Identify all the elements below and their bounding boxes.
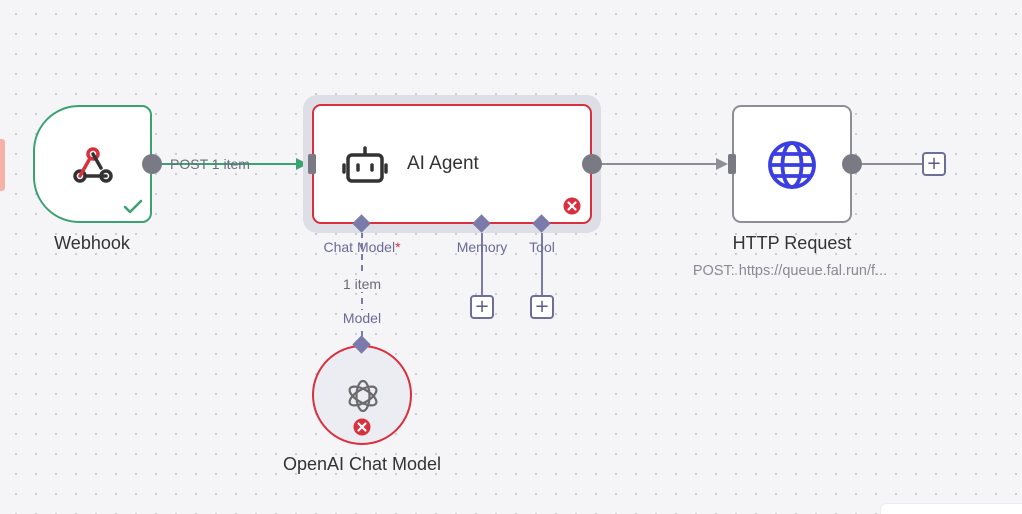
- openai-node-label: OpenAI Chat Model: [282, 454, 442, 474]
- chat-model-port-label: Chat Model*: [323, 239, 401, 255]
- robot-icon: [342, 146, 388, 183]
- required-marker: *: [395, 239, 401, 255]
- edge-http-arrow: [716, 158, 728, 170]
- http-request-node[interactable]: [732, 105, 852, 223]
- canvas-corner-panel: [880, 503, 1022, 514]
- error-icon: [563, 197, 581, 215]
- webhook-node[interactable]: [33, 105, 152, 223]
- memory-port-label: Memory: [456, 239, 508, 255]
- ai-agent-node-label: AI Agent: [407, 153, 479, 174]
- add-tool-button[interactable]: +: [530, 295, 554, 319]
- error-icon: [353, 418, 371, 436]
- openai-chat-model-node[interactable]: [312, 345, 412, 445]
- webhook-node-label: Webhook: [54, 233, 130, 253]
- edge-label-model-agent: 1 item: [340, 276, 384, 292]
- agent-input-handle[interactable]: [308, 154, 316, 174]
- http-input-handle[interactable]: [728, 154, 736, 174]
- webhook-output-handle[interactable]: [142, 154, 162, 174]
- http-node-subtitle: POST: https://queue.fal.run/f...: [692, 263, 888, 279]
- add-node-after-http-button[interactable]: +: [922, 152, 946, 176]
- add-memory-button[interactable]: +: [470, 295, 494, 319]
- success-check-icon: [123, 199, 143, 214]
- globe-icon: [768, 141, 816, 189]
- openai-icon: [348, 379, 378, 413]
- edge-webhook-arrow: [296, 158, 308, 170]
- webhook-icon: [73, 147, 113, 183]
- http-node-label: HTTP Request: [732, 233, 852, 253]
- offscreen-node-edge[interactable]: [0, 139, 5, 191]
- edge-label-webhook-agent: POST 1 item: [170, 156, 250, 172]
- tool-port-label: Tool: [529, 239, 555, 255]
- agent-output-handle[interactable]: [582, 154, 602, 174]
- model-port-label: Model: [340, 310, 384, 326]
- http-output-handle[interactable]: [842, 154, 862, 174]
